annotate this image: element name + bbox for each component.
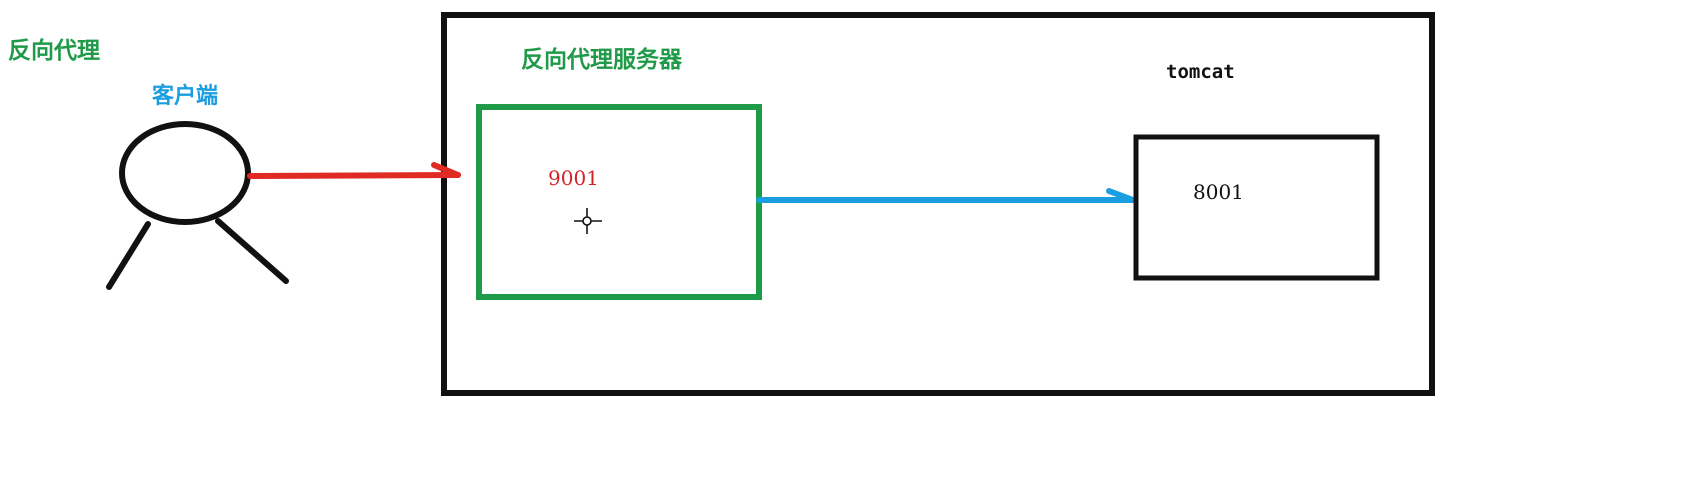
forward-arrow [756, 188, 1136, 203]
proxy-server-box [476, 104, 762, 300]
client-label: 客户端 [152, 84, 219, 109]
client-left-leg [106, 221, 151, 290]
tomcat-label: tomcat [1166, 61, 1235, 83]
tomcat-server-box [1133, 134, 1380, 281]
tomcat-port-label: 8001 [1193, 180, 1244, 204]
client-head [119, 121, 251, 225]
proxy-server-label: 反向代理服务器 [521, 47, 682, 73]
proxy-port-label: 9001 [548, 166, 599, 190]
request-arrow [247, 162, 461, 179]
server-boundary-box [441, 12, 1435, 396]
crosshair-cursor-icon [574, 208, 602, 234]
client-right-leg [215, 218, 289, 284]
client-figure-icon [106, 121, 289, 290]
diagram-title: 反向代理 [8, 38, 100, 64]
